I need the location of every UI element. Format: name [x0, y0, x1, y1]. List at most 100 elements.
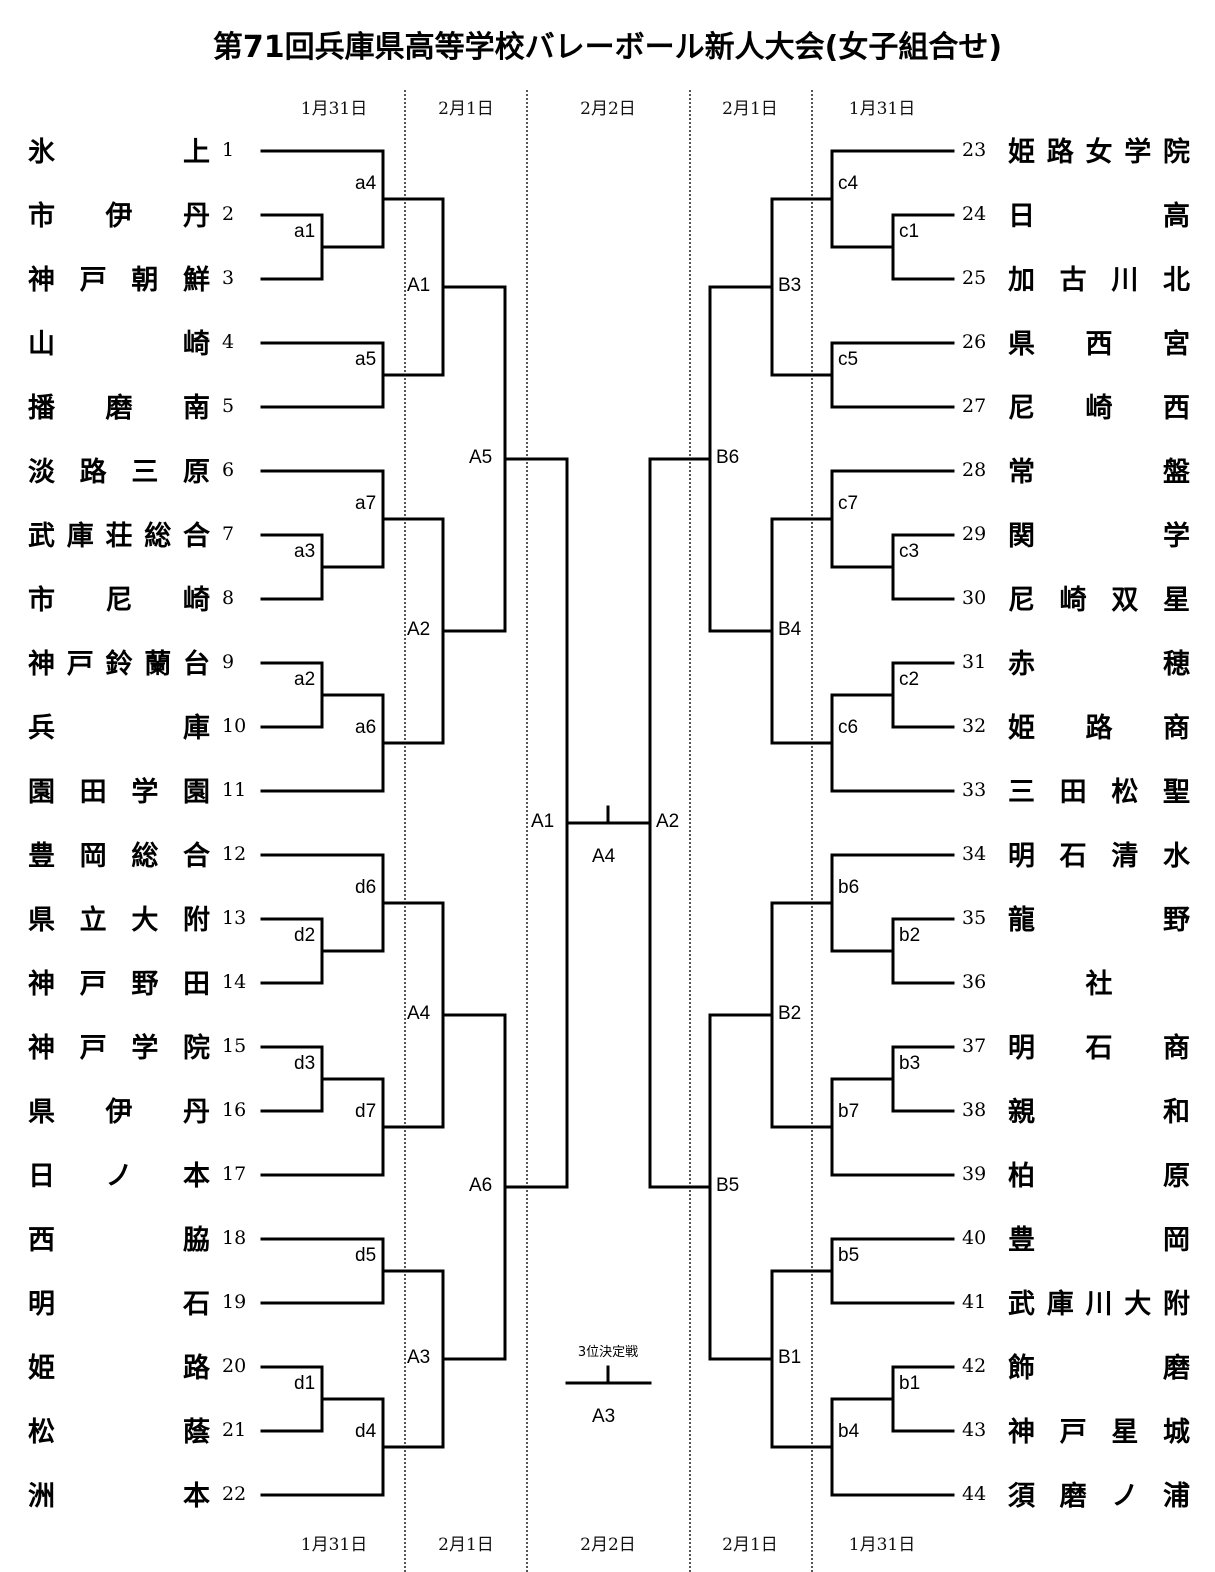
seed-number: 32	[962, 715, 987, 737]
match-label-c2: c2	[899, 669, 920, 690]
seed-number: 41	[962, 1291, 987, 1313]
team-name: 山崎	[28, 321, 210, 361]
team-name-char: 本	[183, 1480, 210, 1512]
match-label-d2: d2	[294, 925, 316, 946]
date-left-r2-top: 2月1日	[438, 99, 494, 119]
match-label-c3: c3	[899, 541, 920, 562]
seed-number: 28	[962, 459, 987, 481]
team-name-char: 附	[1163, 1288, 1190, 1320]
team-name-char: ノ	[105, 1160, 133, 1192]
seed-number: 10	[222, 715, 247, 737]
team-name-char: 穂	[1163, 648, 1190, 680]
page-title: 第71回兵庫県高等学校バレーボール新人大会(女子組合せ)	[212, 30, 1003, 65]
team-name-char: 学	[1124, 136, 1152, 168]
seed-number: 9	[222, 651, 235, 673]
team-name-char: 戸	[66, 648, 94, 680]
seed-number: 43	[962, 1419, 987, 1441]
team-name-char: 星	[1111, 1416, 1139, 1448]
team-name: 武庫川大附	[1008, 1281, 1190, 1321]
team-name-char: 鈴	[105, 648, 133, 680]
team-name-char: 学	[131, 1032, 159, 1064]
match-label-b4: B4	[778, 619, 802, 640]
team-name-char: 南	[183, 392, 210, 424]
match-label-a5: A5	[469, 447, 493, 468]
team-name: 赤穂	[1008, 641, 1190, 681]
team-name-char: 脇	[183, 1224, 210, 1256]
date-right-r2-top: 2月1日	[722, 99, 778, 119]
match-label-c5: c5	[838, 349, 859, 370]
team-name-char: 商	[1163, 1032, 1190, 1064]
team-name-char: 田	[1059, 776, 1087, 808]
team-name: 神戸学院	[28, 1025, 210, 1065]
team-name-char: 神	[28, 648, 55, 680]
match-label-b3: B3	[778, 275, 802, 296]
team-name: 神戸朝鮮	[28, 257, 210, 297]
team-name-char: 崎	[183, 328, 210, 360]
seed-number: 42	[962, 1355, 987, 1377]
team-name-char: 庫	[66, 520, 94, 552]
seed-number: 3	[222, 267, 235, 289]
team-name-char: 大	[1124, 1288, 1152, 1320]
team-name-char: 石	[1085, 1032, 1113, 1064]
date-final-bottom: 2月2日	[580, 1535, 636, 1555]
team-name-char: 清	[1111, 840, 1139, 872]
team-name-char: 尼	[105, 584, 133, 616]
team-name: 三田松聖	[1008, 769, 1190, 809]
third-place-match-label: A3	[592, 1406, 616, 1427]
team-name-char: 立	[79, 904, 107, 936]
match-label-a7: a7	[355, 493, 377, 514]
match-label-a1: A1	[531, 811, 555, 832]
match-label-b1: B1	[778, 1347, 802, 1368]
team-name: 県立大附	[28, 897, 210, 937]
team-name-char: 岡	[1163, 1224, 1190, 1256]
match-label-a4: a4	[355, 173, 377, 194]
seed-number: 17	[222, 1163, 247, 1185]
seed-number: 16	[222, 1099, 247, 1121]
team-name-char: 柏	[1008, 1160, 1035, 1192]
seed-number: 8	[222, 587, 235, 609]
seed-number: 5	[222, 395, 235, 417]
seed-number: 15	[222, 1035, 247, 1057]
match-label-d3: d3	[294, 1053, 316, 1074]
team-name-char: 県	[1008, 328, 1035, 360]
match-label-a2: A2	[407, 619, 431, 640]
seed-number: 34	[962, 843, 987, 865]
team-name-char: 伊	[105, 1096, 133, 1128]
team-name-char: 関	[1008, 520, 1035, 552]
match-label-a3: a3	[294, 541, 316, 562]
team-name: 姫路	[28, 1345, 210, 1385]
third-place-title: 3位決定戦	[577, 1345, 639, 1360]
team-name-char: 聖	[1162, 776, 1190, 808]
team-name-char: 尼	[1008, 584, 1035, 616]
team-name-char: 川	[1085, 1288, 1113, 1320]
team-name-char: 親	[1008, 1096, 1035, 1128]
team-name-char: 崎	[1085, 392, 1113, 424]
team-name-char: 西	[1163, 392, 1190, 424]
match-label-a2: a2	[294, 669, 316, 690]
seed-number: 25	[962, 267, 987, 289]
team-name-char: 原	[182, 456, 210, 488]
team-name-char: 院	[182, 1032, 210, 1064]
seed-number: 7	[222, 523, 235, 545]
team-name-char: 山	[28, 328, 55, 360]
team-name-char: 商	[1163, 712, 1190, 744]
team-name-char: 田	[182, 968, 210, 1000]
team-name-char: 姫	[28, 1352, 55, 1384]
team-name-char: 須	[1008, 1480, 1035, 1512]
team-name-char: 豊	[28, 840, 55, 872]
seed-number: 11	[222, 779, 247, 801]
match-label-d5: d5	[355, 1245, 377, 1266]
team-name-char: 野	[131, 968, 159, 1000]
team-name: 姫路商	[1008, 705, 1190, 745]
team-name-char: 園	[182, 776, 210, 808]
day-separator	[689, 90, 691, 1572]
team-name: 西脇	[28, 1217, 210, 1257]
team-name-char: 蔭	[183, 1416, 210, 1448]
team-name-char: 氷	[28, 136, 55, 168]
seed-number: 36	[962, 971, 987, 993]
team-name-char: 社	[1085, 968, 1113, 1000]
team-name: 淡路三原	[28, 449, 210, 489]
seed-number: 26	[962, 331, 987, 353]
seed-number: 14	[222, 971, 247, 993]
team-name-char: 宮	[1163, 328, 1190, 360]
